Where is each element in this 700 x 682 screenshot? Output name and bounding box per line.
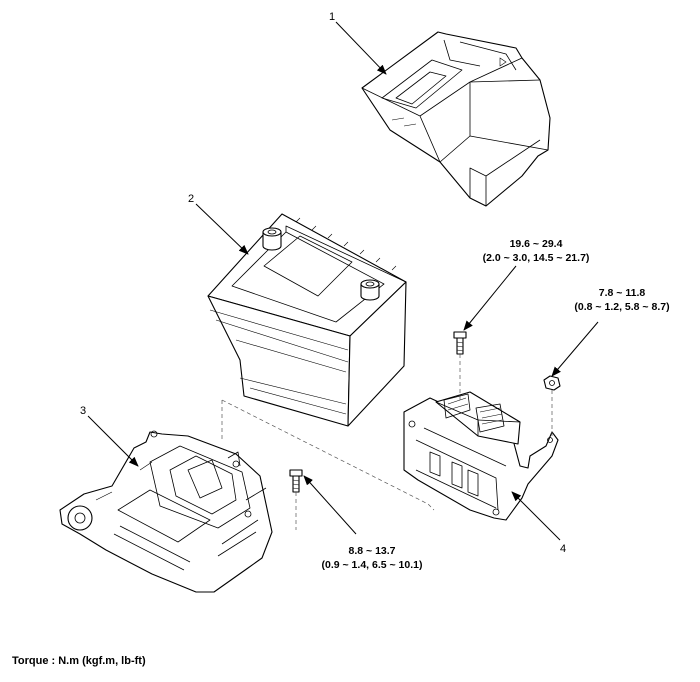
callout-3: 3 [80, 405, 86, 417]
callout-2: 2 [188, 193, 194, 205]
battery-tray [59, 430, 273, 593]
torque-nominal: 8.8 ~ 13.7 [349, 545, 396, 557]
bolt-ecm-top [453, 331, 467, 355]
torque-spec-ecm-bolt: 19.6 ~ 29.4 (2.0 ~ 3.0, 14.5 ~ 21.7) [483, 238, 590, 264]
bolt-tray [289, 469, 303, 493]
callout-4: 4 [560, 543, 566, 555]
assembly-guide-lines [221, 354, 553, 530]
nut-ecm-right [543, 375, 561, 391]
torque-spec-ecm-nut: 7.8 ~ 11.8 (0.8 ~ 1.2, 5.8 ~ 8.7) [574, 287, 669, 313]
ecm-bracket [403, 391, 559, 521]
torque-alternate: (0.8 ~ 1.2, 5.8 ~ 8.7) [574, 301, 669, 313]
torque-spec-tray-bolt: 8.8 ~ 13.7 (0.9 ~ 1.4, 6.5 ~ 10.1) [322, 545, 423, 571]
callout-1: 1 [329, 11, 335, 23]
battery-cover [361, 31, 551, 207]
torque-alternate: (2.0 ~ 3.0, 14.5 ~ 21.7) [483, 252, 590, 264]
battery-terminal-right [360, 279, 380, 301]
torque-nominal: 19.6 ~ 29.4 [510, 238, 563, 250]
callout-leaders [87, 21, 599, 541]
torque-nominal: 7.8 ~ 11.8 [599, 287, 646, 299]
battery-terminal-left [262, 227, 282, 251]
torque-alternate: (0.9 ~ 1.4, 6.5 ~ 10.1) [322, 559, 423, 571]
torque-units-legend: Torque : N.m (kgf.m, lb-ft) [12, 655, 146, 667]
battery [207, 213, 407, 427]
